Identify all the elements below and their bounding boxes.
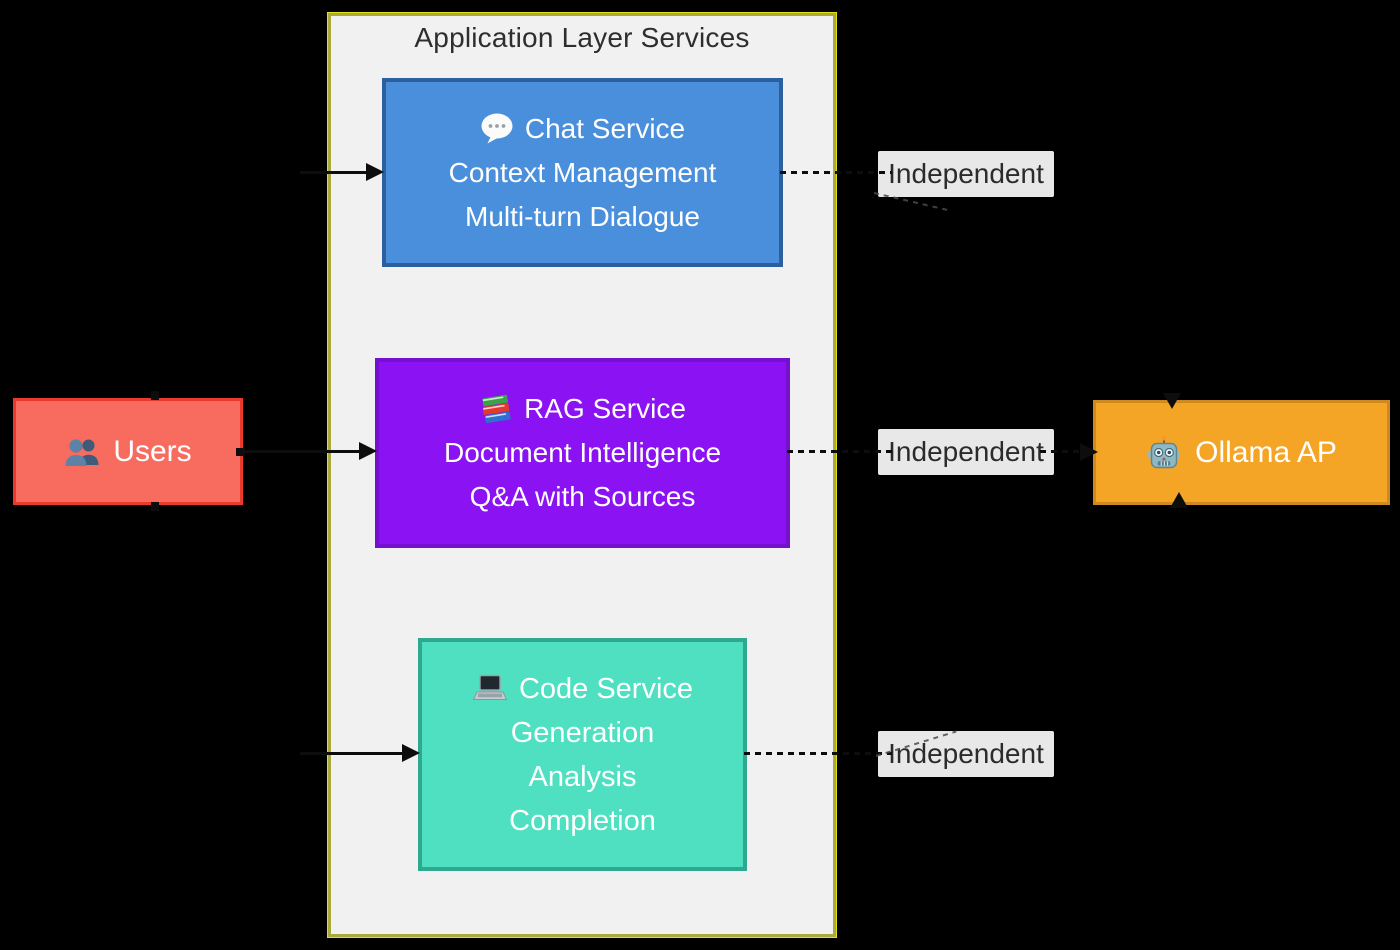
subgraph-title: Application Layer Services [414, 22, 750, 53]
edge-users-to-code-arrowhead-icon [402, 744, 420, 762]
edge-stub-users-top [151, 391, 159, 400]
node-rag-service: RAG Service Document Intelligence Q&A wi… [375, 358, 790, 548]
node-code-service: Code Service Generation Analysis Complet… [418, 638, 747, 871]
code-service-line: Analysis [528, 760, 637, 793]
chat-service-line: Context Management [448, 156, 717, 188]
edge-users-to-rag-arrowhead-icon [359, 442, 377, 460]
edge-label-text: Independent [888, 158, 1044, 189]
edge-chat-to-ollama-line [780, 171, 892, 174]
robot-icon [1146, 435, 1182, 470]
edge-users-to-rag-line [243, 450, 360, 453]
chat-service-title-row: Chat Service [480, 107, 685, 151]
node-ollama-api: Ollama AP [1093, 400, 1390, 505]
rag-service-line: Q&A with Sources [469, 481, 696, 512]
edge-chat-to-ollama-arrowhead-icon [1163, 393, 1181, 409]
edge-rag-to-ollama-line-right [1040, 450, 1088, 453]
node-users-label: Users [113, 434, 192, 468]
code-service-title: Code Service [518, 672, 694, 705]
edge-users-to-chat-arrowhead-icon [366, 163, 384, 181]
edge-label-rag-independent: Independent [878, 429, 1054, 475]
edge-stub-users-right [236, 448, 245, 456]
rag-service-title: RAG Service [524, 393, 686, 424]
code-service-title-row: Code Service [472, 667, 693, 711]
node-ollama-label: Ollama AP [1195, 435, 1337, 469]
edge-rag-to-ollama-arrowhead-icon [1080, 443, 1098, 461]
edge-code-to-ollama-line [744, 752, 892, 755]
books-icon [479, 392, 513, 426]
edge-label-text: Independent [888, 436, 1044, 467]
rag-service-line: Document Intelligence [443, 437, 722, 468]
laptop-icon [472, 673, 508, 704]
edge-rag-to-ollama-line [787, 450, 892, 453]
edge-users-to-chat-line [300, 171, 368, 174]
rag-service-title-row: RAG Service [479, 387, 686, 431]
node-chat-service: Chat Service Context Management Multi-tu… [382, 78, 783, 267]
speech-balloon-icon [480, 113, 514, 144]
edge-label-code-independent: Independent [878, 731, 1054, 777]
edge-stub-users-bottom [151, 502, 159, 511]
edge-users-to-code-line [300, 752, 404, 755]
chat-service-title: Chat Service [524, 112, 686, 144]
node-users: Users [13, 398, 243, 505]
code-service-line: Generation [510, 716, 655, 749]
edge-code-to-ollama-arrowhead-icon [1170, 492, 1188, 508]
two-users-icon [64, 436, 100, 467]
edge-label-chat-independent: Independent [878, 151, 1054, 197]
code-service-line: Completion [509, 804, 656, 837]
edge-label-text: Independent [888, 738, 1044, 769]
chat-service-line: Multi-turn Dialogue [465, 200, 700, 232]
